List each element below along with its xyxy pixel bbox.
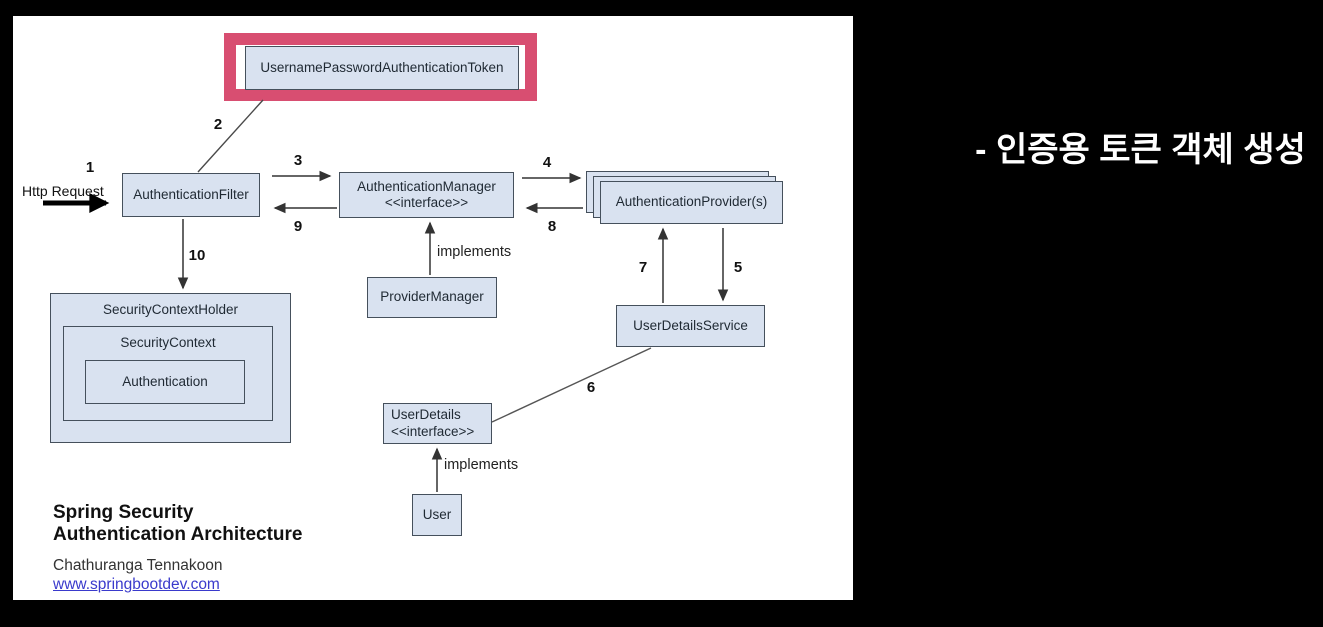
box-security-context-holder: SecurityContextHolder SecurityContext Au…	[50, 293, 291, 443]
korean-annotation: - 인증용 토큰 객체 생성	[975, 131, 1306, 169]
box-stereotype: <<interface>>	[391, 423, 475, 439]
line-step-6	[491, 347, 652, 423]
box-label: AuthenticationManager	[357, 178, 496, 194]
box-authentication-provider: AuthenticationProvider(s)	[600, 181, 783, 224]
diagram-title: Spring Security Authentication Architect…	[53, 502, 303, 546]
step-8: 8	[547, 218, 557, 235]
step-9: 9	[293, 218, 303, 235]
step-6: 6	[586, 379, 596, 396]
box-label: UsernamePasswordAuthenticationToken	[260, 59, 504, 75]
implements-label-provider-manager: implements	[437, 244, 512, 260]
author-name: Chathuranga Tennakoon	[53, 557, 223, 574]
box-label: User	[422, 506, 452, 522]
step-2: 2	[213, 116, 223, 133]
step-7: 7	[638, 259, 648, 276]
box-label: AuthenticationFilter	[133, 186, 249, 202]
box-provider-manager: ProviderManager	[367, 277, 497, 318]
diagram-title-line1: Spring Security	[53, 502, 194, 523]
box-security-context: SecurityContext Authentication	[63, 326, 273, 421]
box-label: Authentication	[122, 373, 208, 389]
box-authentication-manager: AuthenticationManager <<interface>>	[339, 172, 514, 218]
step-5: 5	[733, 259, 743, 276]
step-4: 4	[542, 154, 552, 171]
line-step-2	[197, 99, 264, 173]
diagram-panel: UsernamePasswordAuthenticationToken Auth…	[13, 16, 853, 600]
step-3: 3	[293, 152, 303, 169]
diagram-title-line2: Authentication Architecture	[53, 524, 303, 545]
website-link[interactable]: www.springbootdev.com	[53, 576, 220, 593]
box-label: AuthenticationProvider(s)	[615, 194, 768, 210]
box-authentication-filter: AuthenticationFilter	[122, 173, 260, 217]
box-stereotype: <<interface>>	[384, 195, 469, 210]
box-label: UserDetailsService	[633, 317, 748, 333]
step-10: 10	[188, 247, 206, 264]
http-request-label: Http Request	[22, 183, 104, 199]
box-label: ProviderManager	[380, 289, 484, 305]
implements-label-user: implements	[444, 457, 519, 473]
box-user-details-service: UserDetailsService	[616, 305, 765, 347]
box-label: SecurityContextHolder	[102, 302, 239, 317]
box-user-details: UserDetails <<interface>>	[383, 403, 492, 444]
box-label: UserDetails	[391, 407, 461, 423]
box-user: User	[412, 494, 462, 536]
step-1: 1	[85, 159, 95, 176]
box-label: SecurityContext	[120, 335, 216, 350]
box-authentication: Authentication	[85, 360, 245, 404]
box-username-password-authentication-token: UsernamePasswordAuthenticationToken	[245, 46, 519, 90]
